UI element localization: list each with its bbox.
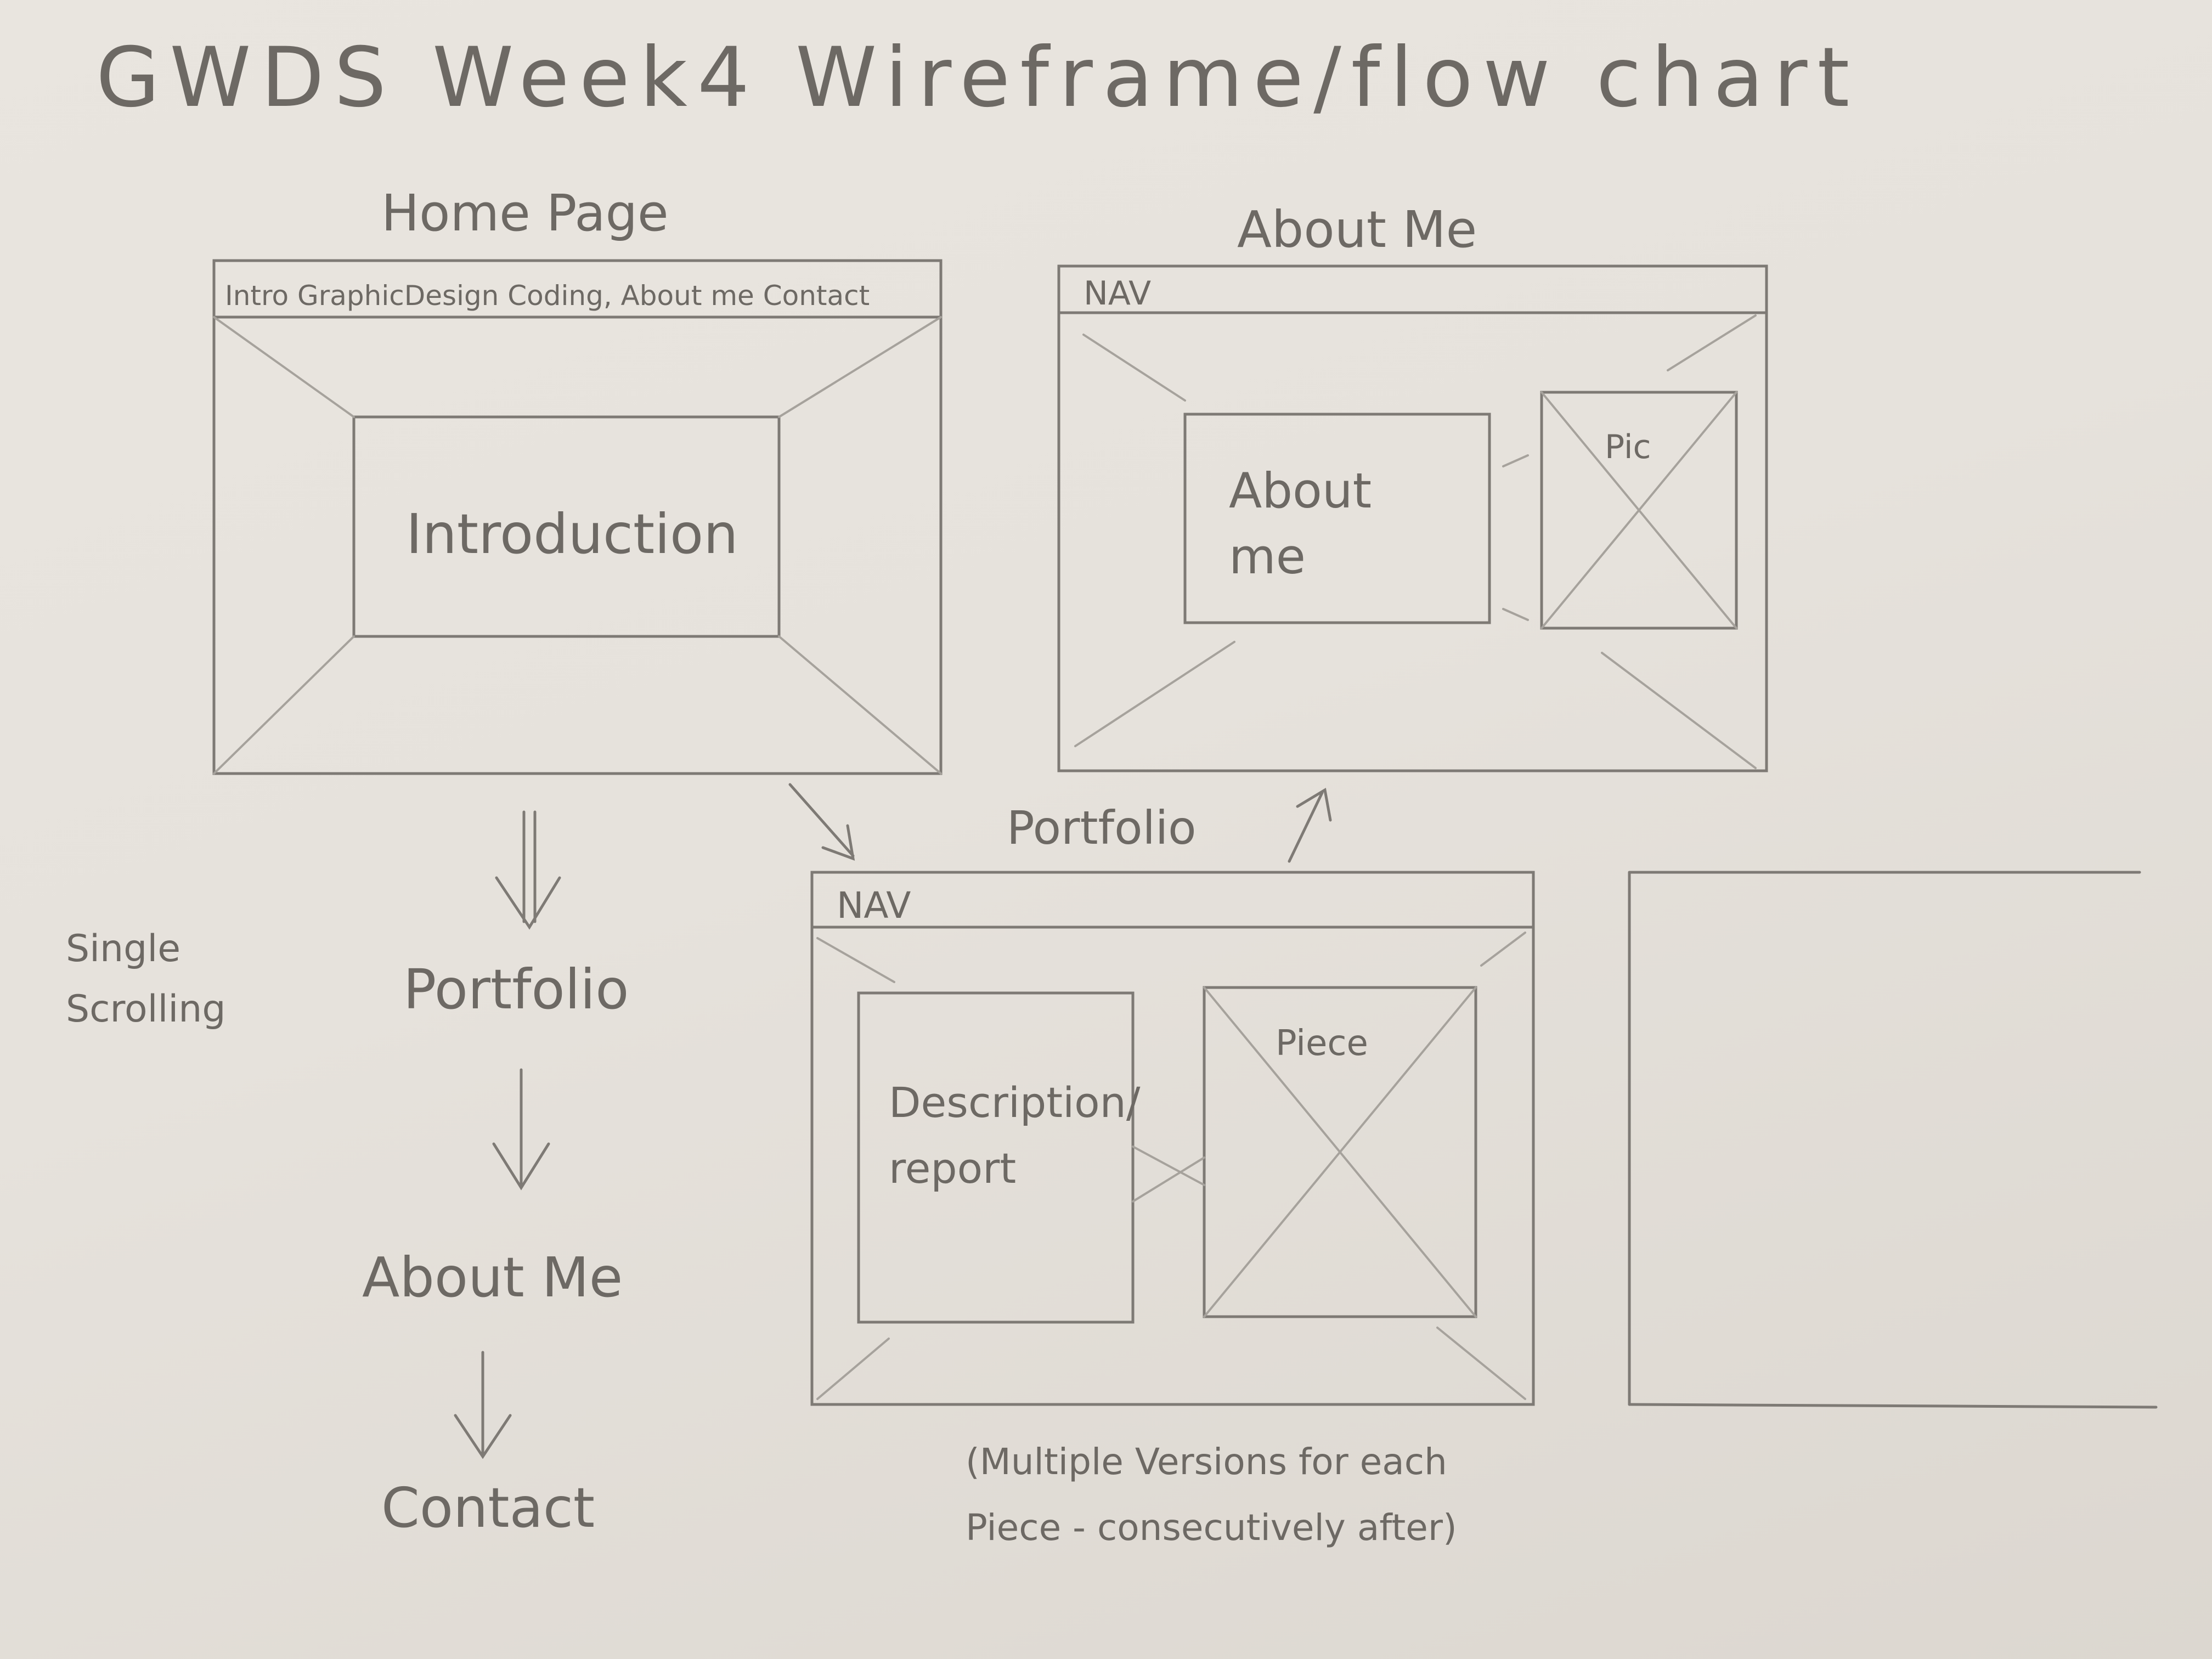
flow-arrows-list [454, 810, 561, 1459]
about-page-label: About Me [1237, 200, 1477, 259]
home-page-frame [212, 259, 943, 775]
portfolio-page-label: Portfolio [1007, 801, 1197, 855]
flow-step-about-me: About Me [362, 1245, 623, 1310]
flow-step-contact: Contact [381, 1476, 595, 1540]
portfolio-nav-text: NAV [837, 884, 911, 927]
flow-step-portfolio: Portfolio [403, 957, 629, 1022]
home-introduction-text: Introduction [406, 502, 738, 566]
about-nav-text: NAV [1084, 274, 1152, 313]
portfolio-piece-text: Piece [1276, 1023, 1368, 1064]
home-page-label: Home Page [381, 184, 669, 242]
portfolio-note-text: (Multiple Versions for each Piece - cons… [966, 1441, 1457, 1549]
about-me-text: About me [1229, 462, 1372, 585]
about-page-frame [1057, 264, 1768, 772]
about-pic-text: Pic [1605, 428, 1651, 466]
single-scrolling-note: Single Scrolling [66, 927, 226, 1031]
flow-arrows-wireframes [788, 783, 1332, 863]
blank-page-frame [1628, 871, 2158, 1409]
home-nav-text: Intro GraphicDesign Coding, About me Con… [225, 280, 870, 312]
page-title: GWDS Week4 Wireframe/flow chart [96, 30, 1860, 126]
portfolio-page-frame [810, 871, 1535, 1406]
portfolio-description-text: Description/ report [889, 1078, 1141, 1193]
